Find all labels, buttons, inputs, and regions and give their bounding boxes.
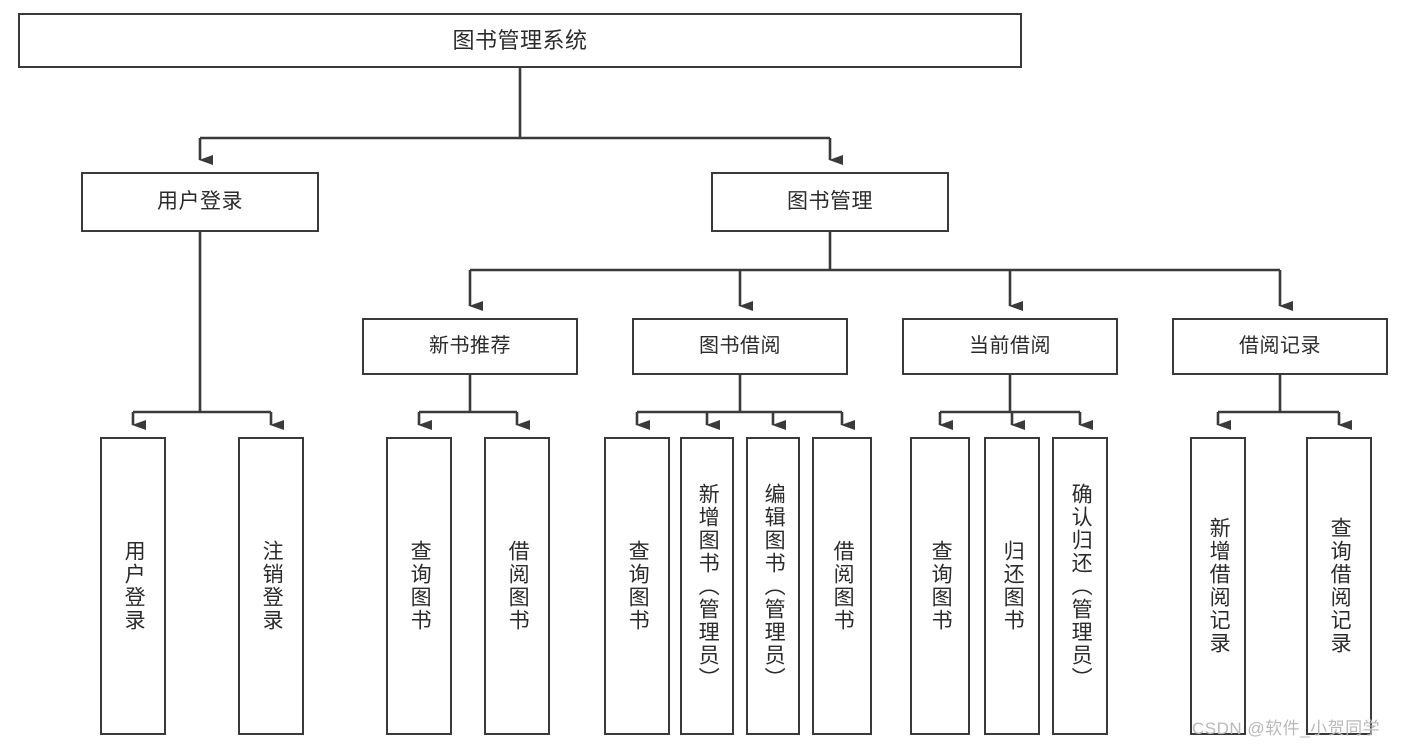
node-book-borrow-label: 图书借阅 [699,334,781,357]
node-leaf-borrow-book-1-label: 借阅图书 [506,540,530,632]
node-borrow-record-label: 借阅记录 [1239,334,1321,357]
node-leaf-user-logout[interactable]: 注销登录 [238,437,304,735]
node-leaf-add-borrow-record[interactable]: 新增借阅记录 [1190,437,1246,735]
node-leaf-return-book[interactable]: 归还图书 [984,437,1040,735]
node-leaf-borrow-book-2[interactable]: 借阅图书 [812,437,872,735]
node-book-borrow[interactable]: 图书借阅 [632,318,848,375]
node-current-borrow-label: 当前借阅 [969,334,1051,357]
node-leaf-confirm-return-admin-label: 确认归还（管理员） [1069,482,1093,690]
node-leaf-confirm-return-admin[interactable]: 确认归还（管理员） [1052,437,1108,735]
node-current-borrow[interactable]: 当前借阅 [902,318,1118,375]
node-leaf-edit-book-admin-label: 编辑图书（管理员） [762,482,786,690]
watermark: CSDN @软件_小贺同学 [1192,719,1381,738]
node-book-management[interactable]: 图书管理 [711,172,949,232]
node-user-login[interactable]: 用户登录 [81,172,319,232]
node-leaf-query-borrow-record[interactable]: 查询借阅记录 [1306,437,1372,735]
node-leaf-add-book-admin[interactable]: 新增图书（管理员） [680,437,734,735]
node-leaf-edit-book-admin[interactable]: 编辑图书（管理员） [746,437,800,735]
node-new-book-recommend[interactable]: 新书推荐 [362,318,578,375]
node-leaf-query-borrow-record-label: 查询借阅记录 [1328,517,1352,655]
node-leaf-user-logout-label: 注销登录 [260,540,284,632]
node-leaf-query-book-2[interactable]: 查询图书 [604,437,670,735]
node-leaf-add-book-admin-label: 新增图书（管理员） [696,482,720,690]
node-user-login-label: 用户登录 [157,189,243,213]
node-leaf-return-book-label: 归还图书 [1001,540,1025,632]
node-leaf-user-login-label: 用户登录 [122,540,146,632]
node-leaf-borrow-book-1[interactable]: 借阅图书 [484,437,550,735]
node-leaf-query-book-1-label: 查询图书 [408,540,432,632]
node-leaf-query-book-3[interactable]: 查询图书 [910,437,970,735]
node-leaf-add-borrow-record-label: 新增借阅记录 [1207,517,1231,655]
node-leaf-query-book-2-label: 查询图书 [626,540,650,632]
node-book-management-label: 图书管理 [787,189,873,213]
node-leaf-borrow-book-2-label: 借阅图书 [831,540,855,632]
node-borrow-record[interactable]: 借阅记录 [1172,318,1388,375]
node-leaf-query-book-3-label: 查询图书 [929,540,953,632]
node-root-label: 图书管理系统 [452,27,588,53]
node-root[interactable]: 图书管理系统 [18,13,1022,68]
node-new-book-recommend-label: 新书推荐 [429,334,511,357]
node-leaf-user-login[interactable]: 用户登录 [100,437,166,735]
node-leaf-query-book-1[interactable]: 查询图书 [386,437,452,735]
